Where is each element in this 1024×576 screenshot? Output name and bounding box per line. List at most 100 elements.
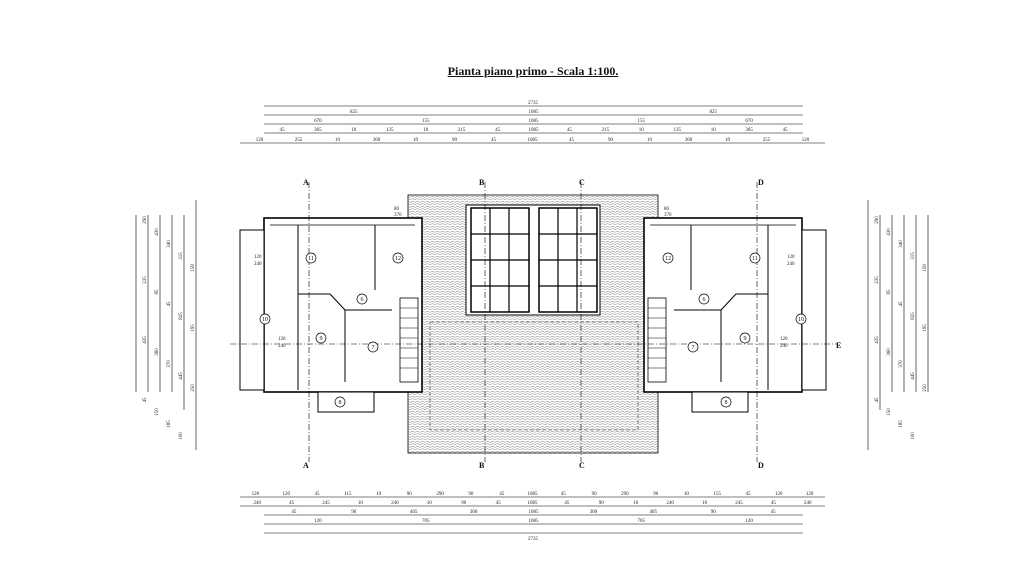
room-markers-left: 11 12 6 9 7 8 10 [259,252,404,408]
opening-dim: 80 [664,207,670,212]
dimension-label: 300 [590,510,598,515]
side-dimension-label: 185 [899,420,904,428]
dim-top-total: 2735 [528,101,539,106]
dimension-label: 45 [569,138,575,143]
opening-dim: 240 [787,262,795,267]
side-dimension-label: 45 [875,397,880,403]
dimension-label: 365 [745,128,753,133]
side-dimension-label: 100 [179,432,184,440]
opening-dim: 120 [787,255,795,260]
dimension-label: 10 [702,501,708,506]
dimension-label: 120 [252,492,260,497]
side-dimension-label: 158 [923,264,928,272]
side-dimension-label: 195 [191,324,196,332]
section-mark-e: E [836,341,841,350]
dimension-label: 155 [422,119,430,124]
side-dimension-label: 45 [167,301,172,307]
opening-dim: 240 [278,344,286,349]
dimension-label: 155 [638,119,646,124]
dimension-label: 10 [639,128,645,133]
dimension-label: 240 [253,501,261,506]
opening-dim: 120 [780,337,788,342]
dimension-label: 45 [315,492,321,497]
section-mark-d-bottom: D [758,461,764,470]
dimension-label: 1085 [529,110,540,115]
dimension-label: 90 [351,510,357,515]
dim-bottom-total: 2735 [528,537,539,542]
dimension-label: 90 [461,501,467,506]
side-dimension-label: 185 [167,420,172,428]
side-dimension-label: 315 [179,252,184,260]
side-dimension-label: 340 [167,240,172,248]
dimension-label: 1085 [529,510,540,515]
dimension-label: 360 [373,138,381,143]
room-number: 9 [744,336,747,342]
side-dimension-label: 435 [875,336,880,344]
dimension-label: 45 [495,128,501,133]
dimension-label: 290 [621,492,629,497]
side-dimension-label: 235 [875,276,880,284]
dimension-label: 45 [567,128,573,133]
room-number: 7 [692,345,695,351]
side-dimension-label: 235 [143,276,148,284]
dimension-label: 45 [280,128,286,133]
dimension-label: 215 [602,128,610,133]
side-dimension-label: 370 [899,360,904,368]
dimension-label: 90 [653,492,659,497]
side-dimension-label: 825 [911,312,916,320]
room-number: 11 [752,256,758,262]
dimension-label: 10 [711,128,717,133]
section-mark-c-top: C [579,178,585,187]
dimension-label: 240 [804,501,812,506]
dimension-chains-bottom: 2735 [240,496,825,542]
side-dimension-label: 290 [143,216,148,224]
dimension-label: 115 [344,492,352,497]
room-markers-right: 11 12 6 9 7 8 10 [662,252,807,408]
opening-dim: 370 [394,213,402,218]
dimension-label: 90 [711,510,717,515]
dimension-label: 360 [685,138,693,143]
section-mark-c-bottom: C [579,461,585,470]
dimension-label: 1085 [529,128,540,133]
dimension-label: 255 [763,138,771,143]
dimension-label: 670 [314,119,322,124]
dimension-chains-top: 2735 [240,101,825,144]
dimension-label: 120 [745,519,753,524]
side-dimension-label: 360 [887,348,892,356]
dimension-label: 10 [423,128,429,133]
dimension-label: 245 [322,501,330,506]
side-dimension-label: 340 [899,240,904,248]
side-dimension-label: 85 [887,289,892,295]
room-number: 6 [703,297,706,303]
dimension-label: 1085 [528,492,539,497]
dimension-label: 705 [638,519,646,524]
dimension-label: 670 [745,119,753,124]
opening-dim: 120 [278,337,286,342]
side-dimension-label: 45 [143,397,148,403]
dimension-label: 90 [468,492,474,497]
dimension-label: 10 [351,128,357,133]
room-number: 8 [339,400,342,406]
dimension-label: 135 [386,128,394,133]
side-dimension-label: 360 [155,348,160,356]
dimension-chains-left [135,200,197,450]
dimension-label: 10 [647,138,653,143]
dimension-label: 90 [592,492,598,497]
dimension-label: 10 [633,501,639,506]
section-mark-b-top: B [479,178,485,187]
room-number: 11 [308,256,314,262]
dimension-label: 1085 [529,519,540,524]
dimension-label: 45 [561,492,567,497]
dimension-label: 120 [775,492,783,497]
side-dimension-label: 315 [911,252,916,260]
room-number: 12 [665,256,671,262]
dimension-label: 255 [295,138,303,143]
dimension-label: 825 [350,110,358,115]
room-number: 12 [395,256,401,262]
room-number: 7 [372,345,375,351]
dimension-label: 120 [256,138,264,143]
section-mark-d-top: D [758,178,764,187]
page-title: Pianta piano primo - Scala 1:100. [447,64,619,78]
dimension-label: 405 [650,510,658,515]
